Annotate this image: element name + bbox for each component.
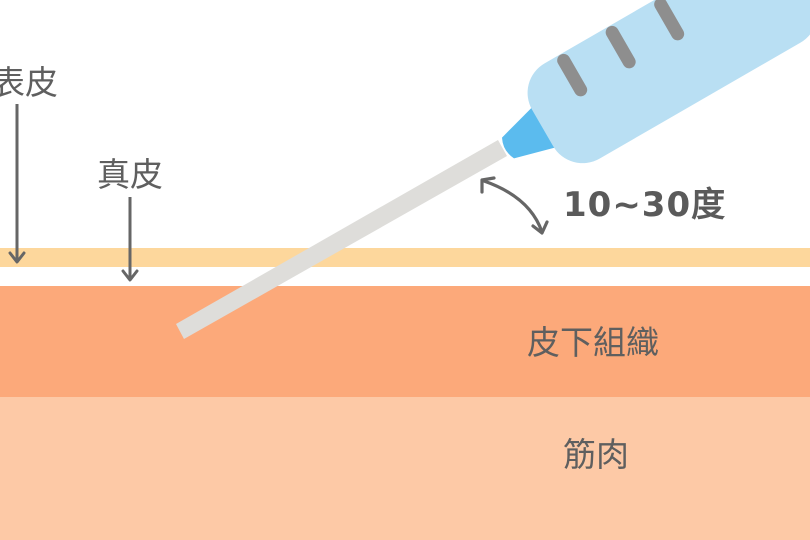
syringe-tip: [502, 105, 559, 159]
epidermis-layer: [0, 248, 810, 267]
syringe-icon: [502, 0, 810, 164]
needle-icon: [176, 140, 507, 339]
dermis-layer: [0, 267, 810, 286]
muscle-layer: [0, 397, 810, 540]
subcutaneous-tissue-label: 皮下組織: [527, 323, 659, 362]
dermis-pointer: [121, 197, 139, 282]
dermis-label: 真皮: [97, 155, 163, 194]
curved-double-arrow-icon: [480, 176, 549, 235]
syringe-mark: [557, 53, 588, 97]
muscle-label: 筋肉: [563, 435, 629, 474]
epidermis-label: 表皮: [0, 63, 58, 102]
arrowhead: [121, 269, 139, 282]
arrowhead: [8, 251, 26, 264]
syringe-barrel: [527, 0, 810, 164]
angle-label: 10~30度: [563, 185, 727, 225]
syringe-mark: [605, 25, 636, 69]
syringe-mark: [654, 0, 685, 41]
epidermis-pointer: [8, 104, 26, 264]
subcutaneous-layer: [0, 286, 810, 397]
